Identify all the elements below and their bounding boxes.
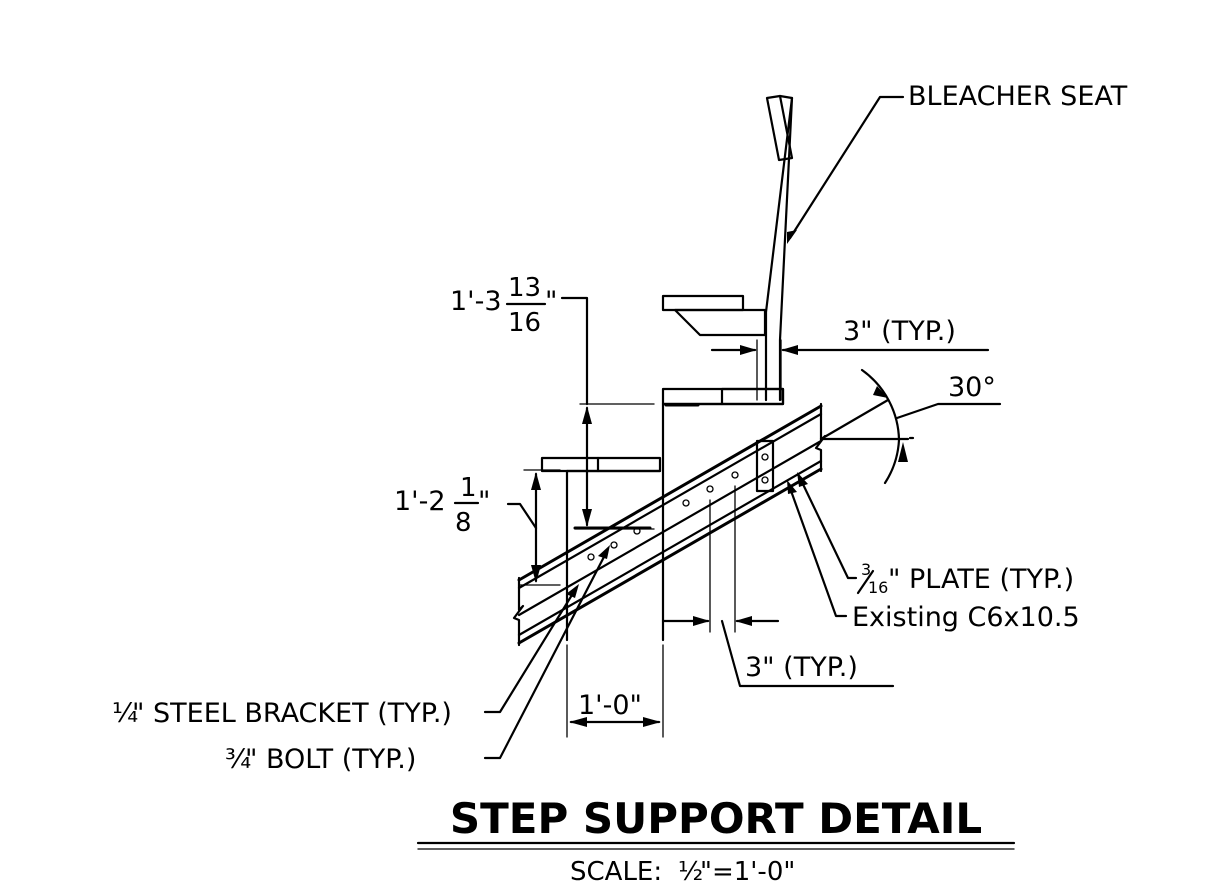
- arrowhead: [643, 717, 661, 727]
- channel-bottom-flange-inner: [517, 459, 823, 637]
- leaders: [483, 95, 905, 760]
- angle-leader: [895, 402, 1002, 420]
- plate-fraction-denominator: 16: [868, 578, 888, 597]
- bolt-hole: [731, 471, 739, 479]
- arrowhead: [740, 345, 757, 355]
- seat-back-outer: [778, 94, 794, 402]
- channel-bottom-flange: [517, 467, 823, 645]
- steps: [540, 387, 785, 642]
- dimension-seat-post: 3" (TYP.): [710, 316, 990, 401]
- title-block: STEP SUPPORT DETAIL SCALE: ½ "=1'-0": [416, 794, 1016, 887]
- upper-tread-front: [720, 387, 785, 406]
- riser-upper-whole: 1'-3: [450, 286, 502, 317]
- bolt-hole: [587, 553, 595, 561]
- post-bolt-hole: [761, 453, 769, 461]
- arrowhead: [873, 386, 888, 398]
- arrowhead: [797, 472, 808, 487]
- existing-channel-leader: [788, 486, 848, 618]
- seat-backrest-top: [765, 94, 794, 162]
- arrowhead: [569, 717, 587, 727]
- plate-label: " PLATE (TYP.): [888, 564, 1074, 595]
- angle-text: 30°: [948, 372, 996, 403]
- seat-post-plate: [755, 439, 775, 493]
- angle-dimension: 30°: [819, 368, 1002, 485]
- dimension-leader: [560, 296, 589, 406]
- bleacher-seat: [661, 94, 794, 493]
- callouts: BLEACHER SEAT 3 16 " PLATE (TYP.) Existi…: [112, 81, 1128, 775]
- channel-break-right: [814, 402, 827, 473]
- angle-arc-upper: [860, 368, 901, 442]
- plate-leader: [798, 476, 858, 580]
- riser-upper-numerator: 13: [508, 273, 541, 303]
- riser-upper-unit: ": [545, 286, 557, 317]
- arrowhead: [781, 345, 798, 355]
- channel-break-left: [512, 576, 525, 647]
- bleacher-seat-label: BLEACHER SEAT: [908, 81, 1128, 112]
- lower-tread: [540, 456, 662, 473]
- steel-bracket-fraction: ¼: [112, 698, 138, 729]
- detail-title: STEP SUPPORT DETAIL: [450, 794, 982, 843]
- bolt-hole: [706, 485, 714, 493]
- arrowhead: [787, 480, 797, 494]
- arrowhead: [898, 442, 908, 462]
- dimension-leader: [720, 619, 895, 688]
- riser-lower-whole: 1'-2: [394, 486, 446, 517]
- plate-fraction-numerator: 3: [861, 560, 871, 579]
- scale-suffix: "=1'-0": [700, 857, 795, 887]
- arrowhead: [582, 509, 592, 527]
- arrowhead: [531, 472, 541, 490]
- arrowhead: [598, 545, 610, 559]
- scale-prefix: SCALE:: [570, 857, 662, 887]
- tread-dimension-text: 1'-0": [578, 690, 642, 721]
- arrowhead: [787, 230, 797, 244]
- bleacher-seat-leader: [788, 95, 905, 240]
- channel-top-flange-inner: [517, 412, 823, 590]
- scale-fraction: ½: [678, 857, 703, 887]
- dimension-tread: 1'-0": [566, 644, 664, 738]
- steel-bracket-label: " STEEL BRACKET (TYP.): [132, 698, 452, 729]
- riser-lower-unit: ": [478, 486, 490, 517]
- bolt-label: " BOLT (TYP.): [245, 744, 416, 775]
- bolt-fraction: ¾: [225, 744, 251, 775]
- arrowhead: [566, 584, 579, 598]
- arrowhead: [693, 616, 710, 626]
- post-bolt-hole: [761, 476, 769, 484]
- channel-top-flange: [517, 404, 823, 582]
- existing-channel-label: Existing C6x10.5: [852, 602, 1080, 633]
- arrowhead: [735, 616, 752, 626]
- plate-fraction-slash: [856, 569, 875, 595]
- bolt-hole: [682, 499, 690, 507]
- seat-plank: [661, 294, 745, 312]
- arrowhead: [582, 406, 592, 424]
- dimension-bolt-spacing: 3" (TYP.): [661, 485, 895, 688]
- angle-extension: [819, 398, 890, 441]
- dimension-leader: [506, 502, 538, 530]
- dimension-riser-upper: 1'-3 13 16 ": [450, 273, 655, 530]
- riser-upper-denominator: 16: [508, 308, 541, 338]
- steel-bracket-leader: [483, 588, 577, 714]
- seat-bracket: [673, 308, 767, 337]
- channel-web: [517, 439, 823, 617]
- riser-lower-numerator: 1: [460, 473, 477, 503]
- bolt-leader: [483, 549, 609, 760]
- existing-c6x10-5-channel: [512, 402, 827, 647]
- seat-post-dimension-text: 3" (TYP.): [843, 316, 956, 347]
- bolt-hole: [610, 541, 618, 549]
- arrowhead: [531, 565, 541, 583]
- bolt-spacing-dimension-text: 3" (TYP.): [745, 652, 858, 683]
- dimension-riser-lower: 1'-2 1 8 ": [394, 469, 561, 586]
- riser-lower-denominator: 8: [455, 508, 472, 538]
- angle-arc-lower: [883, 438, 901, 485]
